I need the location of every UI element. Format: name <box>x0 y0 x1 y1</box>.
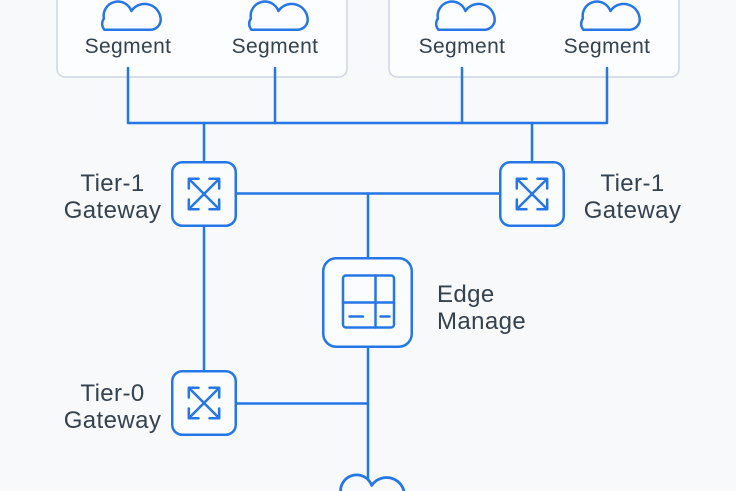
tier0-gateway-label: Tier-0 Gateway <box>25 380 200 434</box>
edge-manage-label: Edge Manage <box>437 281 526 335</box>
edge-line1: Edge <box>437 281 495 308</box>
tier1-left-line1: Tier-1 <box>80 170 145 197</box>
tier1-gateway-left-label: Tier-1 Gateway <box>25 170 200 224</box>
tier0-line1: Tier-0 <box>80 380 145 407</box>
tier1-right-line2: Gateway <box>583 197 682 224</box>
segment-label: Segment <box>231 35 319 58</box>
tier1-left-line2: Gateway <box>63 197 162 224</box>
external-cloud-icon <box>337 473 406 491</box>
edge-line2: Manage <box>437 308 527 335</box>
edge-node-icon <box>322 257 413 348</box>
segment-label: Segment <box>84 35 172 58</box>
segment-label: Segment <box>563 35 651 58</box>
segment-bus-line <box>126 66 609 125</box>
segment-label: Segment <box>418 35 506 58</box>
segment-group-frame-right <box>388 0 680 78</box>
segment-group-frame-left <box>56 0 348 78</box>
tier1-gateway-right-label: Tier-1 Gateway <box>545 170 720 224</box>
tier1-right-line1: Tier-1 <box>600 170 665 197</box>
tier0-line2: Gateway <box>63 407 162 434</box>
